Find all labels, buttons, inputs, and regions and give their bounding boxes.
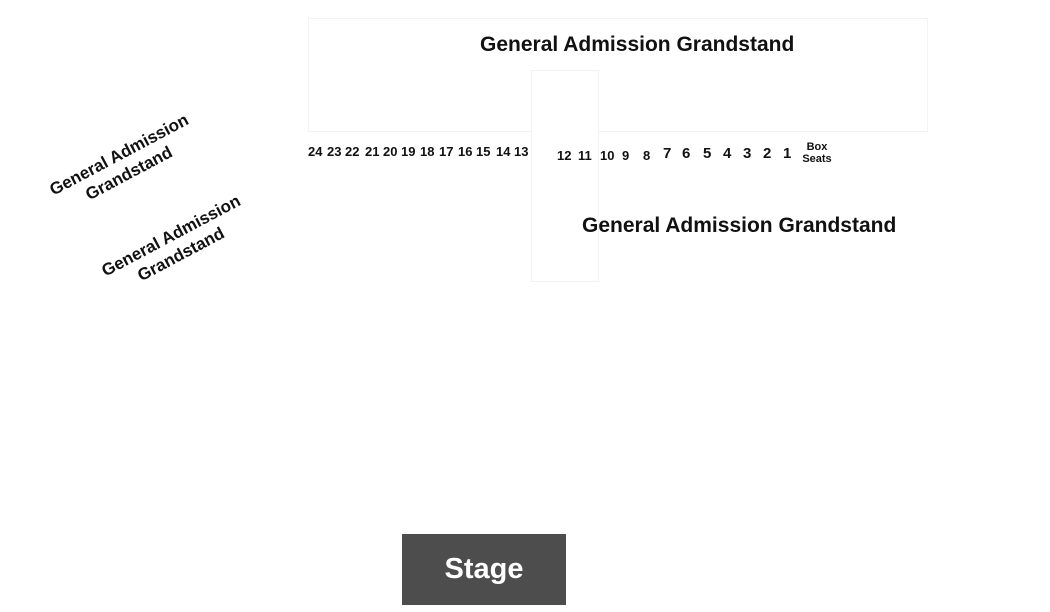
section-7[interactable]: 7	[663, 145, 672, 162]
section-19[interactable]: 19	[401, 144, 416, 159]
section-23[interactable]: 23	[327, 144, 342, 159]
section-9[interactable]: 9	[622, 148, 630, 163]
section-6[interactable]: 6	[682, 145, 691, 162]
center-block-outline	[531, 70, 599, 282]
section-24[interactable]: 24	[308, 144, 323, 159]
section-11[interactable]: 11	[578, 148, 592, 163]
top-grandstand-label[interactable]: General Admission Grandstand	[480, 33, 795, 56]
right-grandstand-label[interactable]: General Admission Grandstand	[582, 214, 897, 237]
section-1[interactable]: 1	[783, 145, 792, 162]
left-grandstand-lower[interactable]: General Admission Grandstand	[82, 182, 269, 308]
section-16[interactable]: 16	[458, 144, 473, 159]
box-seats-section[interactable]: Box Seats	[797, 141, 837, 165]
section-15[interactable]: 15	[476, 144, 491, 159]
stage: Stage	[402, 534, 566, 605]
section-18[interactable]: 18	[420, 144, 435, 159]
left-grandstand-upper[interactable]: General Admission Grandstand	[30, 101, 217, 227]
section-8[interactable]: 8	[643, 148, 651, 163]
section-14[interactable]: 14	[496, 144, 511, 159]
section-17[interactable]: 17	[439, 144, 454, 159]
section-20[interactable]: 20	[383, 144, 398, 159]
section-5[interactable]: 5	[703, 145, 712, 162]
section-3[interactable]: 3	[743, 145, 752, 162]
top-grandstand-outline	[308, 18, 928, 132]
section-4[interactable]: 4	[723, 145, 732, 162]
box-seats-line1: Box	[806, 141, 828, 153]
section-2[interactable]: 2	[763, 145, 772, 162]
section-21[interactable]: 21	[365, 144, 380, 159]
section-10[interactable]: 10	[600, 148, 615, 163]
section-13[interactable]: 13	[514, 144, 529, 159]
box-seats-line2: Seats	[802, 153, 832, 165]
section-22[interactable]: 22	[345, 144, 360, 159]
section-12[interactable]: 12	[557, 148, 572, 163]
